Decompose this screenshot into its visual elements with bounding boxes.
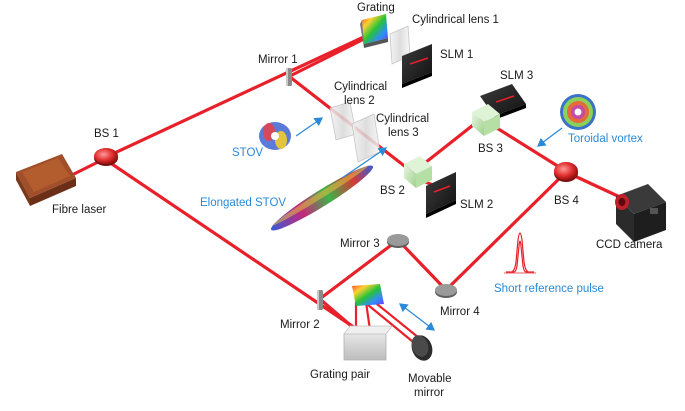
beam-bs1-to-grating	[104, 33, 370, 159]
label-grating-pair: Grating pair	[310, 369, 370, 381]
cylindrical-lens-2	[329, 101, 357, 141]
label-toroidal-vortex: Toroidal vortex	[568, 133, 643, 145]
mirror-1	[286, 68, 292, 86]
label-slm-2: SLM 2	[460, 199, 493, 211]
label-mirror-1: Mirror 1	[258, 54, 298, 66]
beam-bs1-to-grating-pair	[104, 158, 360, 332]
arrow-stov	[295, 117, 323, 137]
arrow-elongated-stov	[341, 147, 387, 179]
beam-mirror4-to-bs4	[444, 170, 568, 292]
arrow-movable-mirror	[399, 303, 435, 331]
label-ccd-camera: CCD camera	[596, 239, 663, 251]
elongated-stov-pattern	[270, 165, 374, 231]
mirror-3	[387, 234, 409, 248]
label-stov: STOV	[232, 147, 263, 159]
label-elongated-stov: Elongated STOV	[200, 197, 286, 209]
beam-pair-vertical-2	[364, 301, 372, 331]
beam-splitter-1	[94, 148, 118, 166]
grating-pair	[343, 284, 393, 361]
grating	[360, 14, 388, 48]
mirror-2	[317, 290, 323, 310]
annotation-arrows	[295, 117, 563, 331]
mirror-4	[435, 284, 457, 298]
label-cyl-lens-3-line1: Cylindrical	[376, 113, 429, 125]
fibre-laser	[16, 154, 76, 206]
arrow-toroidal-vortex	[537, 127, 563, 147]
label-mirror-2: Mirror 2	[280, 319, 320, 331]
label-movable-mirror-line2: mirror	[414, 387, 444, 399]
stov-pattern	[259, 122, 291, 150]
beam-splitter-3	[472, 104, 500, 136]
beam-splitter-4	[554, 162, 578, 182]
label-cyl-lens-2-line2: lens 2	[344, 95, 375, 107]
beam-mirror3-to-mirror4	[396, 238, 448, 292]
label-slm-3: SLM 3	[500, 70, 533, 82]
label-short-reference-pulse: Short reference pulse	[494, 283, 604, 295]
label-mirror-3: Mirror 3	[340, 238, 380, 250]
beam-splitter-2	[404, 156, 432, 188]
ccd-camera	[615, 184, 666, 242]
toroidal-vortex-pattern	[560, 94, 596, 130]
movable-mirror	[411, 335, 433, 361]
beam-pair-to-movable	[361, 299, 419, 347]
laser-beams	[68, 33, 624, 347]
label-cyl-lens-3-line2: lens 3	[388, 127, 419, 139]
label-bs-2: BS 2	[380, 185, 405, 197]
label-fibre-laser: Fibre laser	[52, 204, 106, 216]
slm-2	[426, 172, 456, 218]
label-movable-mirror-line1: Movable	[408, 373, 451, 385]
slm-1	[402, 44, 432, 88]
label-bs-3: BS 3	[478, 143, 503, 155]
beam-pair-to-mirror2	[319, 298, 358, 332]
beam-mirror2-to-mirror3	[319, 238, 400, 300]
label-bs-1: BS 1	[94, 128, 119, 140]
label-grating: Grating	[357, 2, 395, 14]
beam-grating-to-mirror1	[288, 35, 370, 78]
label-cylindrical-lens-1: Cylindrical lens 1	[412, 14, 499, 26]
label-slm-1: SLM 1	[440, 49, 473, 61]
label-bs-4: BS 4	[554, 195, 580, 207]
beam-pair-to-movable-2	[371, 299, 425, 343]
label-cyl-lens-2-line1: Cylindrical	[334, 81, 387, 93]
short-reference-pulse-waveform	[504, 232, 536, 274]
text-labels: Grating Cylindrical lens 1 SLM 1 Mirror …	[52, 2, 663, 399]
label-mirror-4: Mirror 4	[440, 306, 480, 318]
beam-bs2-to-bs3	[414, 116, 484, 172]
